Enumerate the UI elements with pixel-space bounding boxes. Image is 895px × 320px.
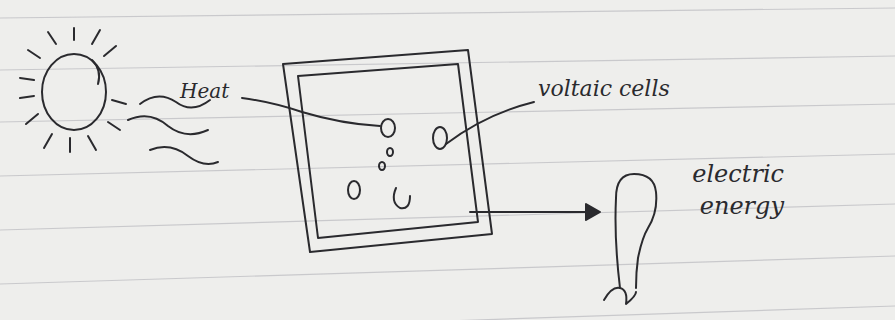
cells-label: voltaic cells (538, 74, 708, 104)
heat-waves (128, 96, 218, 164)
energy-label: electric energy (664, 158, 784, 223)
arrow (470, 204, 600, 220)
heat-label: Heat (180, 78, 260, 105)
sun-symbol (20, 28, 126, 152)
leader-line (242, 98, 380, 126)
bulb-symbol (604, 174, 656, 304)
ruled-lines (0, 8, 895, 320)
solar-panel (283, 50, 492, 252)
leader-line (446, 102, 534, 144)
